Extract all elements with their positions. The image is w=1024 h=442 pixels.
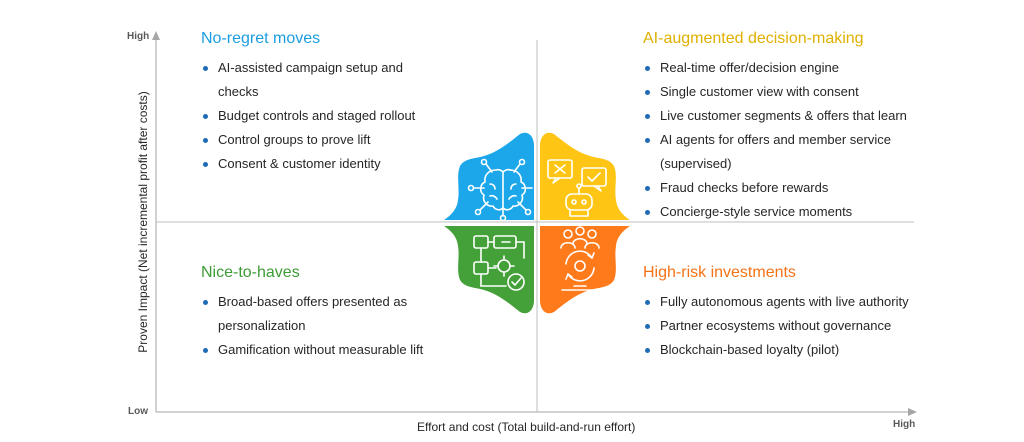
- y-axis-high-label: High: [127, 31, 150, 42]
- x-axis-title: Effort and cost (Total build-and-run eff…: [417, 420, 635, 434]
- y-axis-title: Proven Impact (Net incremental profit af…: [136, 91, 150, 353]
- list-item: Consent & customer identity: [202, 152, 442, 176]
- list-item: Live customer segments & offers that lea…: [644, 104, 940, 128]
- workflow-check-icon: [473, 235, 525, 291]
- petal-bottom-right: [540, 226, 630, 314]
- quadrant-list-high-risk: Fully autonomous agents with live author…: [644, 290, 934, 362]
- petal-top-left: [444, 132, 534, 222]
- list-item: Fully autonomous agents with live author…: [644, 290, 934, 314]
- list-item: Concierge-style service moments: [644, 200, 940, 224]
- x-axis-arrow-icon: [908, 408, 917, 416]
- petal-bottom-left: [444, 226, 534, 314]
- list-item: Blockchain-based loyalty (pilot): [644, 338, 934, 362]
- petal-top-right: [540, 132, 630, 220]
- list-item: Broad-based offers presented as personal…: [202, 290, 462, 338]
- list-item: AI-assisted campaign setup and checks: [202, 56, 442, 104]
- quadrant-list-no-regret: AI-assisted campaign setup and checks Bu…: [202, 56, 442, 176]
- quadrant-title-high-risk: High-risk investments: [643, 264, 796, 281]
- y-axis-arrow-icon: [152, 31, 160, 40]
- quadrant-petal-graphic: [444, 132, 630, 314]
- list-item: Budget controls and staged rollout: [202, 104, 442, 128]
- brain-circuit-icon: [467, 158, 533, 222]
- quadrant-list-ai-augmented: Real-time offer/decision engine Single c…: [644, 56, 940, 224]
- quadrant-title-no-regret: No-regret moves: [201, 30, 321, 47]
- list-item: Fraud checks before rewards: [644, 176, 940, 200]
- team-cycle-icon: [560, 226, 600, 291]
- list-item: Single customer view with consent: [644, 80, 940, 104]
- list-item: Gamification without measurable lift: [202, 338, 462, 362]
- list-item: Real-time offer/decision engine: [644, 56, 940, 80]
- x-axis-title-main: Effort and cost: [417, 420, 495, 434]
- quadrant-title-nice-to-haves: Nice-to-haves: [201, 264, 300, 281]
- y-axis-low-label: Low: [128, 406, 148, 417]
- quadrant-title-ai-augmented: AI-augmented decision-making: [643, 30, 864, 47]
- robot-decision-icon: [547, 159, 607, 217]
- list-item: Control groups to prove lift: [202, 128, 442, 152]
- quadrant-list-nice-to-haves: Broad-based offers presented as personal…: [202, 290, 462, 362]
- x-axis-high-label: High: [893, 419, 916, 430]
- list-item: AI agents for offers and member service …: [644, 128, 940, 176]
- x-axis-title-sub: (Total build-and-run effort): [497, 420, 636, 434]
- list-item: Partner ecosystems without governance: [644, 314, 934, 338]
